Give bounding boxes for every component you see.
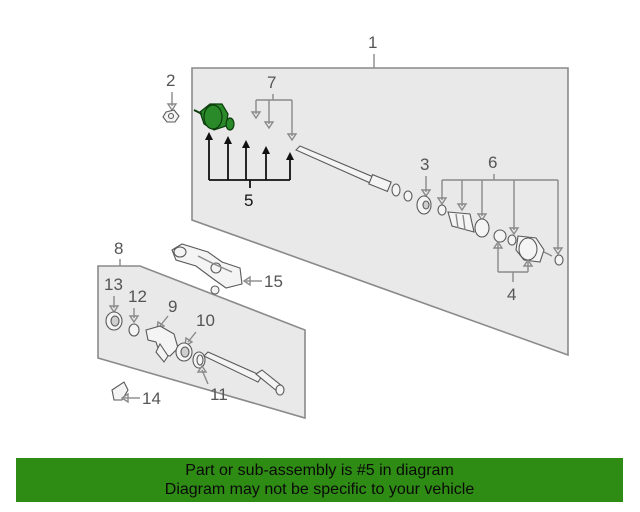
svg-text:10: 10 [196,311,215,330]
svg-text:13: 13 [104,275,123,294]
clip-part-14[interactable] [111,381,129,401]
callout-14[interactable]: 14 [120,389,161,408]
svg-text:11: 11 [210,385,228,404]
callout-15[interactable]: 15 [242,272,283,291]
svg-text:1: 1 [368,33,377,52]
axle-assembly-panel [191,67,569,357]
cv-boot[interactable] [447,211,475,233]
bearing-support-bracket[interactable] [171,243,243,295]
callout-8[interactable]: 8 [114,239,123,266]
callout-4[interactable]: 4 [492,240,534,304]
callout-7[interactable]: 7 [250,73,298,142]
svg-text:7: 7 [267,73,276,92]
dynamic-damper[interactable] [416,195,432,215]
svg-text:9: 9 [168,297,177,316]
snap-ring[interactable] [192,351,206,369]
end-clip[interactable] [554,254,564,266]
bearing[interactable] [175,342,193,362]
callout-12[interactable]: 12 [128,287,147,324]
callout-5[interactable]: 5 [205,132,294,210]
parts-diagram: 1 2 5 7 [97,33,569,420]
svg-text:2: 2 [166,71,175,90]
svg-text:12: 12 [128,287,147,306]
bearing-outer-ring[interactable] [105,311,123,331]
callout-11[interactable]: 11 [196,364,228,404]
svg-text:5: 5 [244,191,253,210]
svg-text:6: 6 [488,153,497,172]
intermediate-shaft-body[interactable] [145,325,179,363]
callout-3[interactable]: 3 [420,155,432,198]
info-banner: Part or sub-assembly is #5 in diagram Di… [16,458,623,502]
svg-text:8: 8 [114,239,123,258]
svg-text:4: 4 [507,285,516,304]
callout-2[interactable]: 2 [166,71,178,112]
boot-band[interactable] [437,204,447,216]
axle-shaft[interactable] [295,145,413,202]
outboard-joint-highlighted[interactable] [193,103,235,131]
spider-assembly[interactable] [493,229,517,246]
callout-1[interactable]: 1 [368,33,377,68]
callout-6[interactable]: 6 [436,153,564,256]
spindle-nut[interactable] [162,109,180,123]
svg-text:3: 3 [420,155,429,174]
callout-13[interactable]: 13 [104,275,123,314]
banner-line-2: Diagram may not be specific to your vehi… [164,481,475,498]
boot-band-large[interactable] [474,218,490,238]
banner-line-1: Part or sub-assembly is #5 in diagram [185,462,454,479]
intermediate-shaft[interactable] [203,351,285,396]
seal-ring[interactable] [128,323,140,337]
svg-text:15: 15 [264,272,283,291]
svg-text:14: 14 [142,389,161,408]
